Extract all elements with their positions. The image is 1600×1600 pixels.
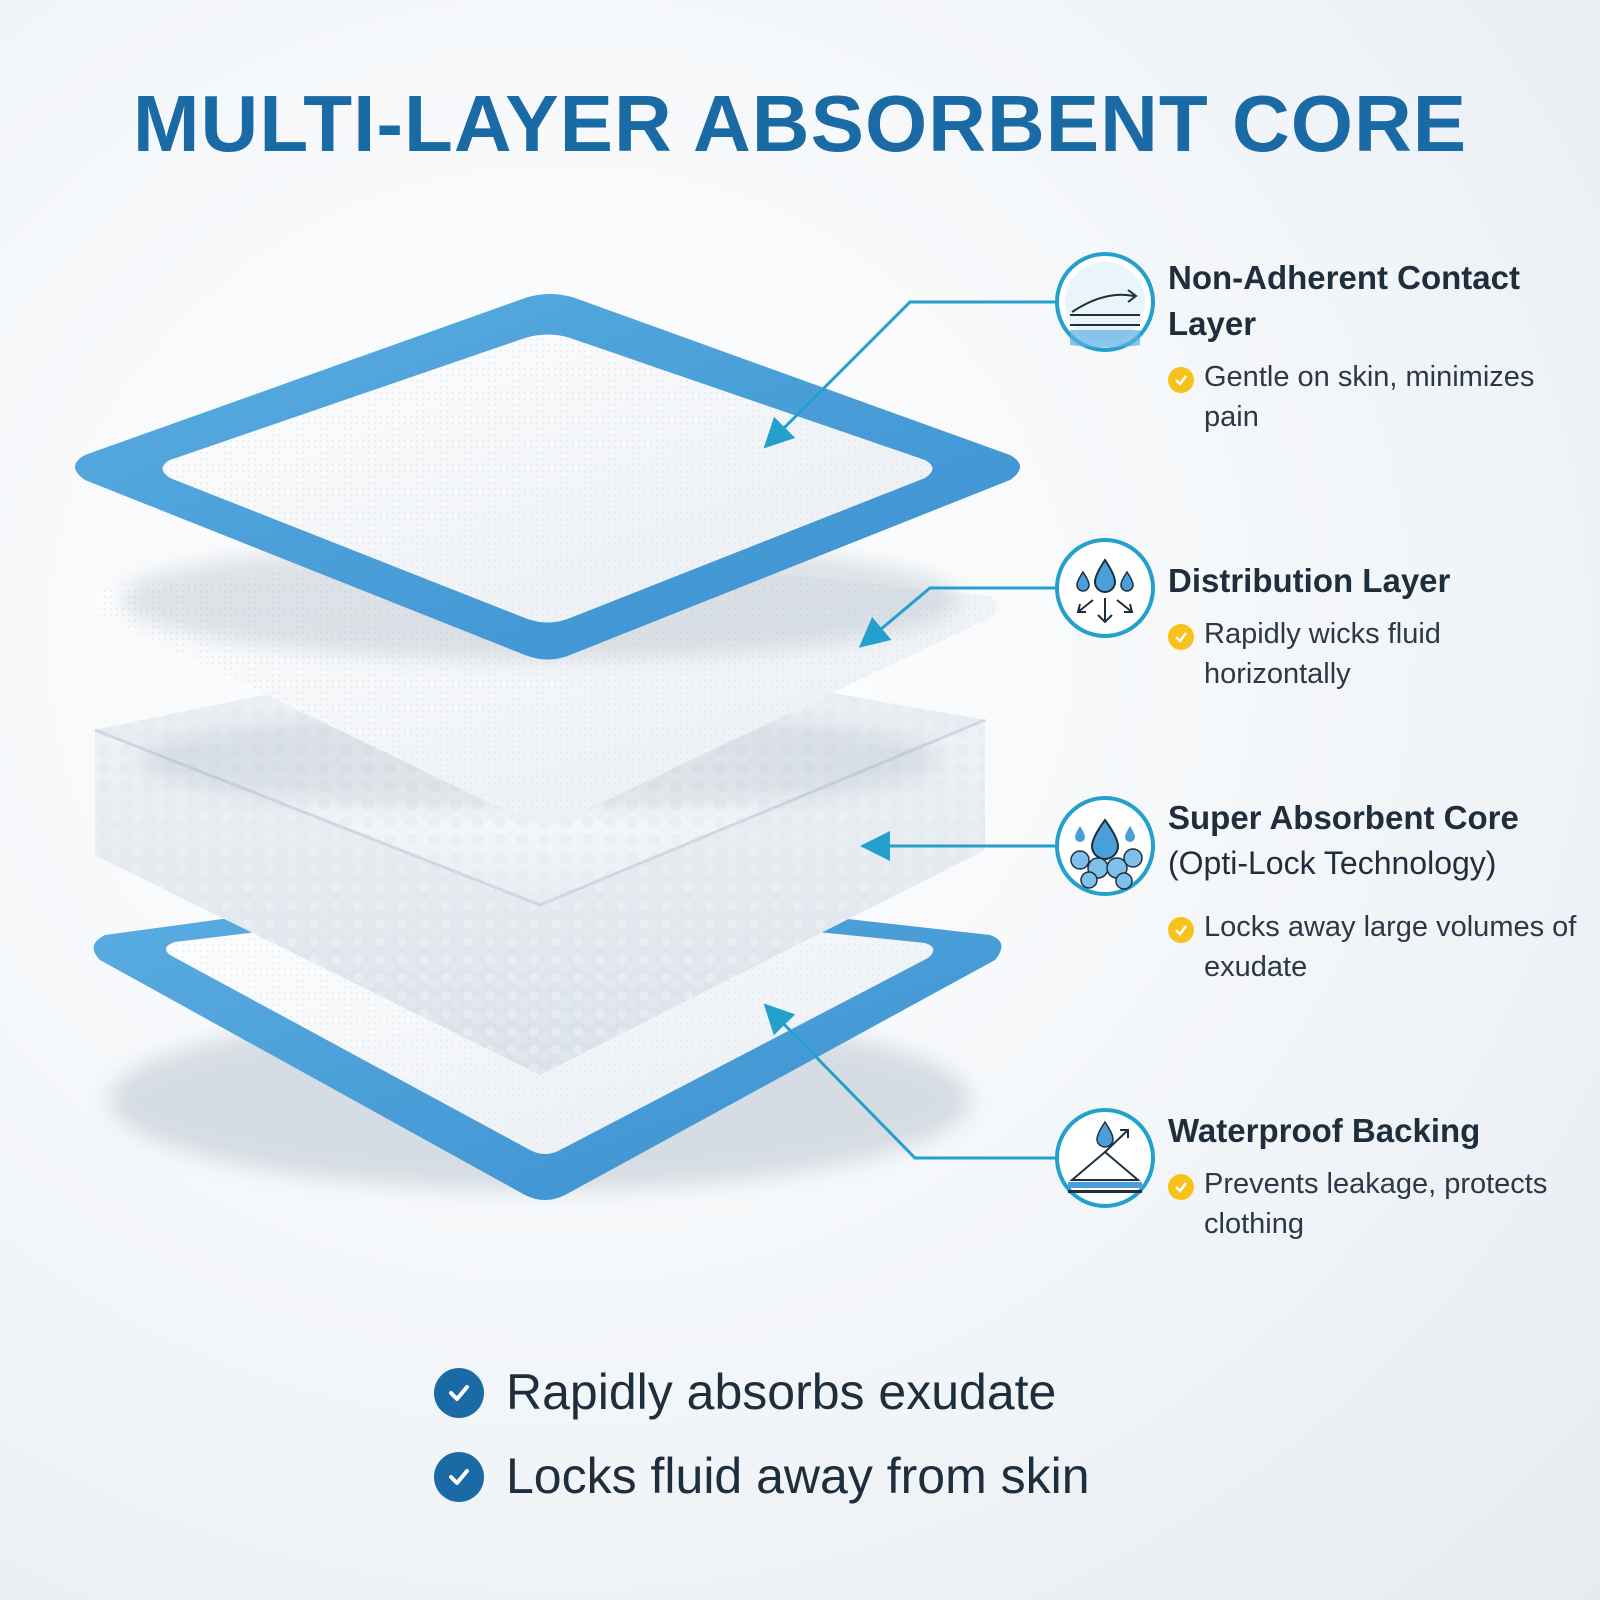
layer-feature: Rapidly wicks fluid horizontally bbox=[1168, 614, 1588, 694]
connector-lines bbox=[763, 300, 1058, 1160]
callout-distribution-layer: Distribution Layer Rapidly wicks fluid h… bbox=[1168, 558, 1588, 694]
check-icon bbox=[1168, 917, 1194, 943]
layer-feature-text: Gentle on skin, minimizes pain bbox=[1204, 361, 1535, 433]
water-drops-spread-icon bbox=[1055, 538, 1155, 638]
callout-contact-layer: Non-Adherent Contact Layer Gentle on ski… bbox=[1168, 255, 1588, 437]
check-circle-icon bbox=[434, 1452, 484, 1502]
layer-feature: Prevents leakage, protects clothing bbox=[1168, 1164, 1588, 1244]
contact-layer bbox=[75, 294, 1020, 660]
check-circle-icon bbox=[434, 1368, 484, 1418]
connector-contact-layer bbox=[763, 300, 1058, 449]
layer-feature-text: Locks away large volumes of exudate bbox=[1204, 911, 1577, 983]
connector-backing-layer bbox=[763, 1003, 1058, 1160]
callout-absorbent-core: Super Absorbent Core (Opti-Lock Technolo… bbox=[1168, 795, 1588, 987]
layer-feature-text: Rapidly wicks fluid horizontally bbox=[1204, 618, 1441, 690]
contact-layer-icon bbox=[1055, 252, 1155, 352]
connector-distribution-layer bbox=[858, 586, 1058, 648]
check-icon bbox=[1168, 367, 1194, 393]
benefit-text: Rapidly absorbs exudate bbox=[506, 1364, 1057, 1420]
benefit-text: Locks fluid away from skin bbox=[506, 1448, 1090, 1504]
benefits-list: Rapidly absorbs exudate Locks fluid away… bbox=[434, 1362, 1090, 1530]
layer-name: Distribution Layer bbox=[1168, 562, 1451, 599]
layer-name: Waterproof Backing bbox=[1168, 1112, 1481, 1149]
layer-feature-text: Prevents leakage, protects clothing bbox=[1204, 1168, 1548, 1240]
check-icon bbox=[1168, 624, 1194, 650]
layer-name: Super Absorbent Core bbox=[1168, 799, 1519, 836]
page-title: MULTI-LAYER ABSORBENT CORE bbox=[132, 79, 1468, 168]
layer-feature: Gentle on skin, minimizes pain bbox=[1168, 357, 1588, 437]
layer-name: Non-Adherent Contact Layer bbox=[1168, 259, 1520, 342]
check-icon bbox=[1168, 1174, 1194, 1200]
waterproof-shield-icon bbox=[1055, 1108, 1155, 1208]
benefit-item: Rapidly absorbs exudate bbox=[434, 1362, 1090, 1446]
layer-subtitle: (Opti-Lock Technology) bbox=[1168, 845, 1497, 881]
callout-waterproof-backing: Waterproof Backing Prevents leakage, pro… bbox=[1168, 1108, 1588, 1244]
droplet-bubbles-icon bbox=[1055, 796, 1155, 896]
layer-feature: Locks away large volumes of exudate bbox=[1168, 907, 1588, 987]
benefit-item: Locks fluid away from skin bbox=[434, 1446, 1090, 1530]
